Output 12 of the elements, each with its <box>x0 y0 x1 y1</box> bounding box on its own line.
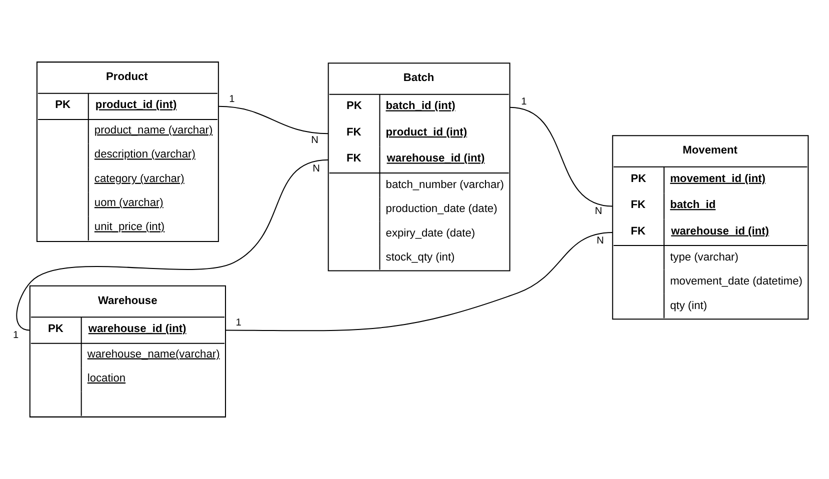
connector <box>16 159 328 331</box>
label: N <box>312 164 320 175</box>
connector <box>218 106 328 134</box>
connector <box>225 232 613 332</box>
label: 1 <box>521 96 527 108</box>
label: 1 <box>236 317 242 328</box>
label: N <box>596 236 604 247</box>
label: 1 <box>12 330 19 342</box>
label: N <box>311 135 318 146</box>
label: 1 <box>229 94 235 106</box>
label: N <box>594 206 602 218</box>
connector <box>510 106 613 207</box>
